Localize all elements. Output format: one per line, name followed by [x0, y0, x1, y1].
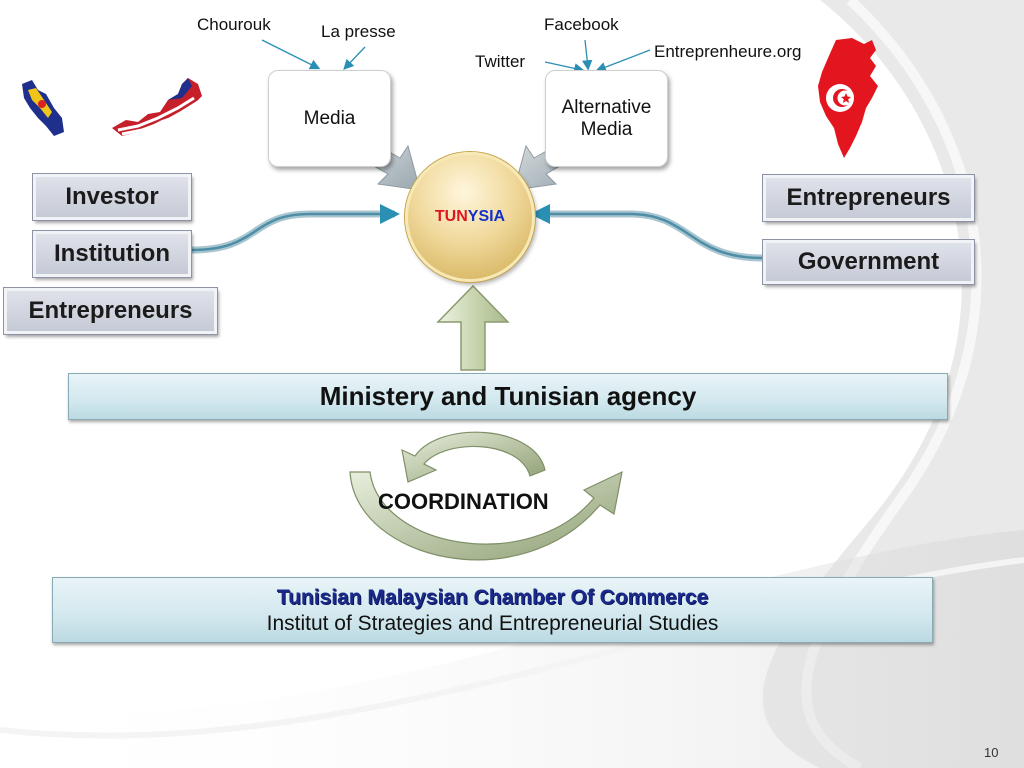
facebook-label: Facebook: [544, 15, 619, 34]
institution-box: Institution: [32, 230, 192, 278]
government-box: Government: [762, 239, 975, 285]
entreprenheure-label: Entreprenheure.org: [654, 42, 802, 61]
investor-box: Investor: [32, 173, 192, 221]
ministry-band: Ministery and Tunisian agency: [68, 373, 948, 420]
alternative-media-line1: Alternative: [561, 96, 652, 118]
chamber-subtitle: Institut of Strategies and Entrepreneuri…: [266, 612, 719, 635]
government-label: Government: [797, 248, 940, 275]
institution-label: Institution: [54, 240, 170, 267]
tunysia-part1: TUN: [434, 208, 468, 225]
tunysia-part2: YSIA: [467, 208, 506, 225]
tunisia-flag-map-icon: [818, 38, 878, 158]
malaysia-state-flag-icon: [22, 80, 64, 136]
chourouk-label: Chourouk: [197, 15, 271, 34]
left-entrepreneurs-box: Entrepreneurs: [3, 287, 218, 335]
alternative-media-line2: Media: [580, 118, 633, 140]
left-entrepreneurs-label: Entrepreneurs: [28, 297, 193, 324]
chamber-title: Tunisian Malaysian Chamber Of Commerce: [276, 586, 709, 609]
la-presse-label: La presse: [321, 22, 396, 41]
malaysia-flag-map-icon: [112, 78, 202, 136]
media-card-label: Media: [303, 107, 356, 129]
ministry-label: Ministery and Tunisian agency: [319, 381, 697, 411]
right-entrepreneurs-box: Entrepreneurs: [762, 174, 975, 222]
investor-label: Investor: [65, 183, 159, 210]
chamber-band: Tunisian Malaysian Chamber Of Commerce I…: [52, 577, 933, 643]
right-entrepreneurs-label: Entrepreneurs: [786, 184, 951, 211]
alternative-media-card: Alternative Media: [545, 70, 668, 167]
twitter-label: Twitter: [475, 52, 526, 71]
slide-number: 10: [984, 745, 999, 760]
coordination-label: COORDINATION: [378, 489, 549, 514]
media-card: Media: [268, 70, 391, 167]
